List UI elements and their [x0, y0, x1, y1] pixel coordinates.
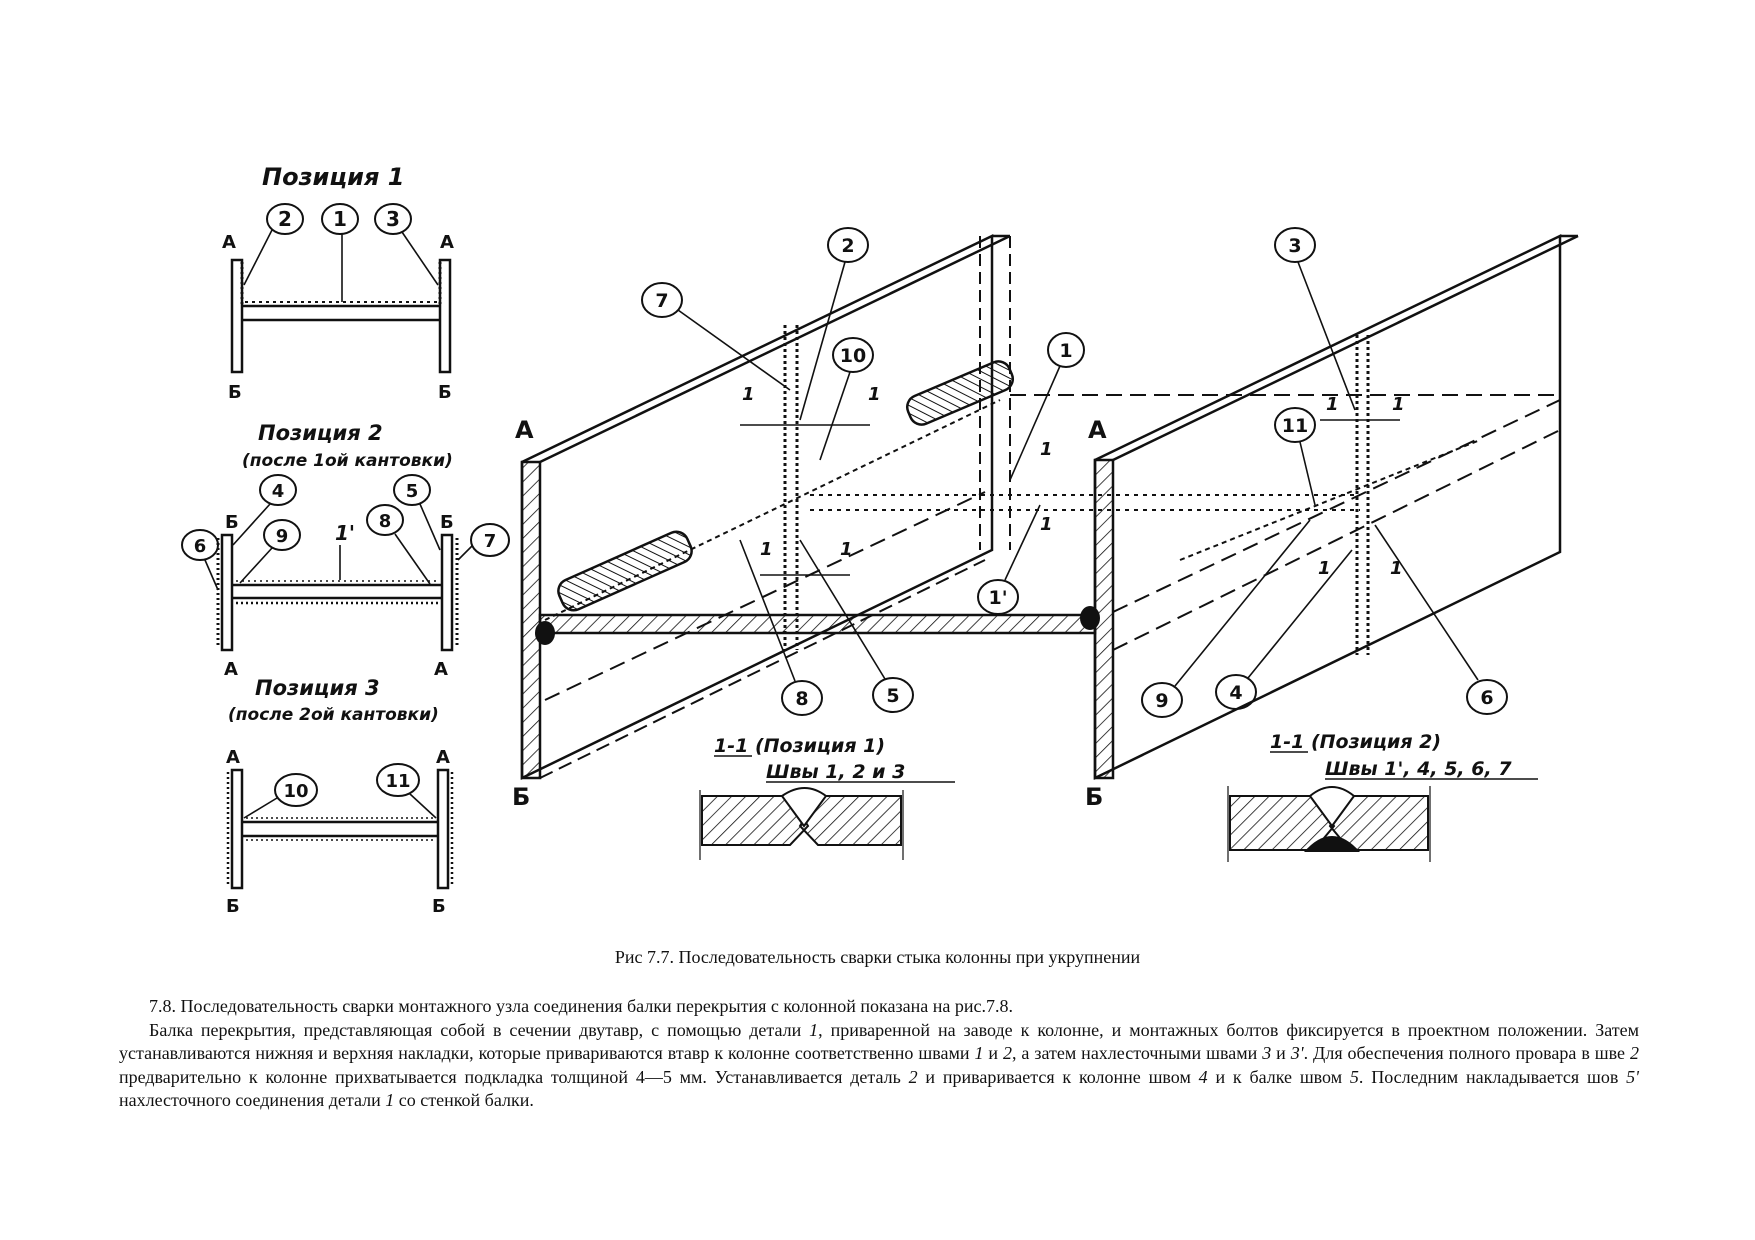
position-2-subtitle: (после 1ой кантовки): [242, 451, 453, 471]
svg-text:1: 1: [868, 384, 881, 405]
svg-text:1: 1: [1390, 558, 1403, 579]
svg-text:А: А: [440, 232, 454, 253]
svg-text:1': 1': [335, 521, 355, 545]
svg-text:1: 1: [1059, 340, 1072, 362]
svg-text:11: 11: [385, 771, 410, 792]
svg-text:4: 4: [272, 481, 285, 502]
svg-text:А: А: [222, 232, 236, 253]
svg-text:А: А: [224, 659, 238, 680]
position-2-sketch: Позиция 2 (после 1ой кантовки) Б Б А А 6…: [181, 421, 510, 680]
svg-text:Швы 1', 4, 5, 6, 7: Швы 1', 4, 5, 6, 7: [1325, 758, 1512, 780]
svg-text:5: 5: [886, 685, 899, 707]
svg-text:8: 8: [379, 511, 392, 532]
svg-text:1: 1: [1040, 514, 1053, 535]
position-1-sketch: Позиция 1 А А Б Б 2 1 3: [222, 163, 454, 403]
position-2-title: Позиция 2: [258, 421, 383, 445]
main-callouts: 2 7 10 1 3 11 1' 8 5: [641, 227, 1508, 718]
svg-text:1: 1: [333, 207, 347, 231]
position-3-sketch: Позиция 3 (после 2ой кантовки) А А Б Б 1…: [226, 676, 454, 917]
svg-text:6: 6: [194, 536, 207, 557]
svg-text:1: 1: [760, 539, 773, 560]
svg-text:8: 8: [795, 688, 808, 710]
svg-text:Б: Б: [228, 382, 242, 403]
position-3-subtitle: (после 2ой кантовки): [228, 705, 439, 725]
svg-text:Б: Б: [432, 896, 446, 917]
position-3-title: Позиция 3: [255, 676, 380, 700]
svg-text:Б: Б: [438, 382, 452, 403]
svg-text:11: 11: [1282, 415, 1308, 437]
svg-text:1': 1': [988, 587, 1007, 609]
svg-text:10: 10: [283, 781, 308, 802]
svg-text:А: А: [226, 747, 240, 768]
svg-text:1-1 (Позиция 2): 1-1 (Позиция 2): [1270, 731, 1441, 753]
svg-text:6: 6: [1480, 687, 1493, 709]
figure-7-7: Позиция 1 А А Б Б 2 1 3 Позиция 2 (после…: [181, 163, 1579, 917]
svg-text:1: 1: [742, 384, 755, 405]
svg-text:А: А: [436, 747, 450, 768]
section-1-1-position-2: 1-1 (Позиция 2) Швы 1', 4, 5, 6, 7: [1227, 731, 1538, 862]
svg-text:1-1 (Позиция 1): 1-1 (Позиция 1): [714, 735, 885, 757]
bolt-coil-lower: [557, 530, 693, 612]
paragraph-7-8: 7.8. Последовательность сварки монтажног…: [149, 996, 1013, 1016]
svg-text:Б: Б: [226, 896, 240, 917]
svg-text:1: 1: [840, 539, 853, 560]
bolt-coil-upper: [905, 360, 1015, 426]
svg-text:Б: Б: [512, 783, 530, 811]
position-1-title: Позиция 1: [262, 163, 404, 191]
svg-text:1: 1: [1040, 439, 1053, 460]
svg-text:10: 10: [840, 345, 866, 367]
svg-text:Б: Б: [1085, 783, 1103, 811]
svg-text:Б: Б: [440, 512, 454, 533]
paragraph-beam-description: Балка перекрытия, представляющая собой в…: [119, 1019, 1639, 1111]
svg-text:5: 5: [406, 481, 419, 502]
svg-text:7: 7: [655, 290, 668, 312]
main-isometric-view: 1 1 1 1 1 1 1 1 1 1 А Б А Б 2 7 10: [512, 227, 1579, 811]
svg-text:А: А: [434, 659, 448, 680]
svg-text:1: 1: [1392, 394, 1405, 415]
svg-text:2: 2: [841, 235, 854, 257]
svg-text:Швы 1, 2 и 3: Швы 1, 2 и 3: [766, 761, 905, 783]
svg-text:1: 1: [1318, 558, 1331, 579]
svg-text:9: 9: [276, 526, 289, 547]
svg-text:3: 3: [1288, 235, 1301, 257]
svg-text:3: 3: [386, 207, 400, 231]
section-1-1-position-1: 1-1 (Позиция 1) Швы 1, 2 и 3: [699, 735, 955, 860]
svg-text:2: 2: [278, 207, 292, 231]
figure-caption: Рис 7.7. Последовательность сварки стыка…: [614, 947, 1141, 967]
svg-text:Б: Б: [225, 512, 239, 533]
svg-text:9: 9: [1155, 690, 1168, 712]
svg-text:1: 1: [1326, 394, 1339, 415]
svg-text:7: 7: [484, 531, 497, 552]
svg-text:А: А: [515, 416, 534, 444]
svg-text:4: 4: [1229, 682, 1242, 704]
section-marks: 1 1 1 1 1 1 1 1 1 1: [740, 384, 1405, 579]
body-text: 7.8. Последовательность сварки монтажног…: [119, 995, 1639, 1113]
svg-text:А: А: [1088, 416, 1107, 444]
